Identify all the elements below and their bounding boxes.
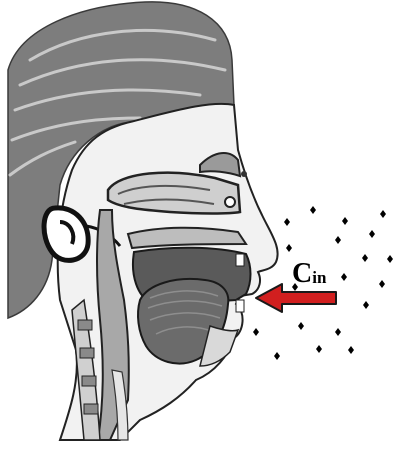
- particle: [335, 236, 341, 244]
- particle: [335, 328, 341, 336]
- particle: [363, 301, 369, 309]
- particle: [253, 328, 259, 336]
- particle: [387, 255, 393, 263]
- particle: [310, 206, 316, 214]
- particle: [342, 217, 348, 225]
- particle: [316, 345, 322, 353]
- hard-palate: [128, 228, 246, 248]
- concentration-label-subscript: in: [312, 268, 327, 287]
- particle: [369, 230, 375, 238]
- concentration-label: Cin: [292, 258, 327, 289]
- particle: [379, 280, 385, 288]
- particle: [348, 346, 354, 354]
- particle: [284, 218, 290, 226]
- particle: [298, 322, 304, 330]
- particle: [274, 352, 280, 360]
- particle: [341, 273, 347, 281]
- particle: [380, 210, 386, 218]
- particle: [286, 244, 292, 252]
- particle: [362, 254, 368, 262]
